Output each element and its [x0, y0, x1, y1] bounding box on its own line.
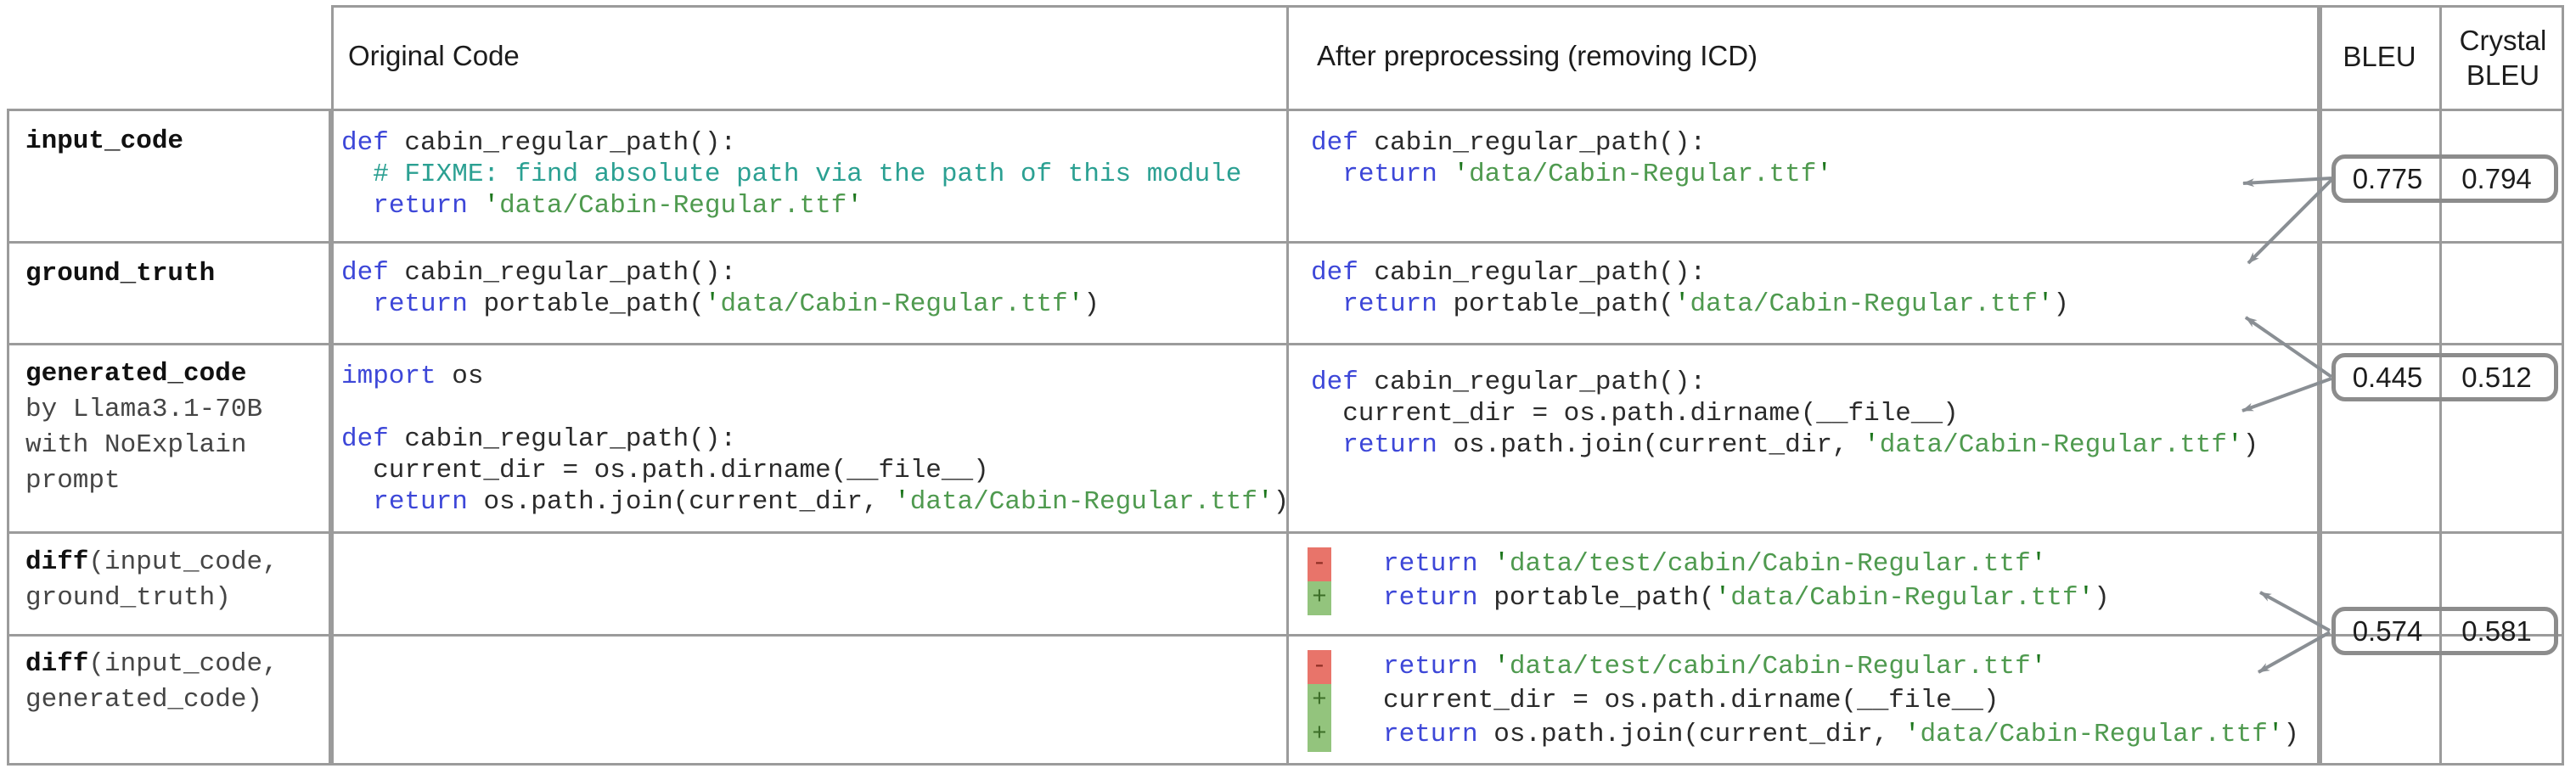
- diff-plus-marker: +: [1308, 581, 1331, 615]
- code-line: def cabin_regular_path():: [341, 424, 737, 454]
- crystal-bleu-value: 0.581: [2461, 615, 2532, 647]
- code-line: import os: [341, 362, 484, 391]
- code-line: return portable_path('data/Cabin-Regular…: [1342, 289, 2069, 319]
- crystal-bleu-value: 0.794: [2461, 163, 2532, 194]
- code-line: def cabin_regular_path():: [341, 128, 737, 158]
- bleu-value: 0.445: [2352, 362, 2423, 393]
- grid-line: [2439, 5, 2442, 766]
- code-line: current_dir = os.path.dirname(__file__): [1311, 399, 1959, 429]
- cell-preprocessed-generated-code: def cabin_regular_path(): current_dir = …: [1311, 367, 2258, 461]
- code-line: +return os.path.join(current_dir, 'data/…: [1308, 718, 2299, 752]
- row-label-ground-truth: ground_truth: [25, 256, 215, 292]
- code-line: diff(input_code,: [25, 649, 278, 679]
- score-box-ground-vs-generated: 0.445 0.512: [2331, 353, 2558, 401]
- row-label-diff-input-ground: diff(input_code, ground_truth): [25, 545, 278, 616]
- cell-diff-input-ground: -return 'data/test/cabin/Cabin-Regular.t…: [1308, 547, 2110, 615]
- grid-line: [7, 241, 2564, 244]
- code-line: -return 'data/test/cabin/Cabin-Regular.t…: [1308, 547, 2110, 581]
- code-line: by Llama3.1-70B: [25, 395, 263, 424]
- row-label-input-code: input_code: [25, 124, 183, 160]
- cell-original-input-code: def cabin_regular_path(): # FIXME: find …: [341, 127, 1241, 222]
- code-line: return os.path.join(current_dir, 'data/C…: [373, 487, 1290, 517]
- grid-line: [7, 343, 2564, 345]
- bleu-value: 0.574: [2352, 615, 2423, 647]
- grid-line: [7, 634, 2564, 637]
- code-line: def cabin_regular_path():: [341, 258, 737, 288]
- code-line: +current_dir = os.path.dirname(__file__): [1308, 684, 2299, 718]
- code-line: def cabin_regular_path():: [1311, 128, 1707, 158]
- crystal-bleu-value: 0.512: [2461, 362, 2532, 393]
- row-label-diff-input-generated: diff(input_code, generated_code): [25, 647, 278, 718]
- crystal-bleu-line1: Crystal: [2459, 25, 2547, 56]
- grid-line: [1286, 5, 1289, 766]
- code-line: current_dir = os.path.dirname(__file__): [341, 456, 989, 485]
- code-line: +return portable_path('data/Cabin-Regula…: [1308, 581, 2110, 615]
- code-line: with NoExplain: [25, 430, 247, 460]
- column-header-original-code: Original Code: [348, 40, 520, 71]
- code-line: ground_truth: [25, 259, 216, 289]
- code-line: return 'data/Cabin-Regular.ttf': [1342, 160, 1832, 189]
- cell-diff-input-generated: -return 'data/test/cabin/Cabin-Regular.t…: [1308, 650, 2299, 752]
- bleu-value: 0.775: [2352, 163, 2423, 194]
- cell-original-ground-truth: def cabin_regular_path(): return portabl…: [341, 257, 1100, 320]
- code-line: ground_truth): [25, 583, 231, 613]
- diff-plus-marker: +: [1308, 684, 1331, 718]
- code-line: generated_code: [25, 359, 247, 389]
- code-line: generated_code): [25, 685, 263, 715]
- grid-line: [7, 531, 2564, 534]
- code-line: return os.path.join(current_dir, 'data/C…: [1342, 430, 2259, 460]
- code-line: # FIXME: find absolute path via the path…: [341, 160, 1242, 189]
- code-line: def cabin_regular_path():: [1311, 367, 1707, 397]
- code-line: diff(input_code,: [25, 547, 278, 577]
- diff-minus-marker: -: [1308, 547, 1331, 581]
- cell-preprocessed-input-code: def cabin_regular_path(): return 'data/C…: [1311, 127, 1832, 190]
- cell-original-generated-code: import os def cabin_regular_path(): curr…: [341, 361, 1289, 518]
- code-line: return portable_path('data/Cabin-Regular…: [373, 289, 1100, 319]
- column-header-crystal-bleu: Crystal BLEU: [2442, 23, 2564, 93]
- diff-plus-marker: +: [1308, 718, 1331, 752]
- column-header-bleu: BLEU: [2343, 41, 2416, 72]
- crystal-bleu-line2: BLEU: [2466, 59, 2540, 91]
- code-line: -return 'data/test/cabin/Cabin-Regular.t…: [1308, 650, 2299, 684]
- diff-minus-marker: -: [1308, 650, 1331, 684]
- grid-line: [331, 109, 2564, 111]
- column-header-after-preprocessing: After preprocessing (removing ICD): [1317, 40, 1758, 71]
- score-box-input-vs-ground: 0.775 0.794: [2331, 154, 2558, 203]
- code-line: def cabin_regular_path():: [1311, 258, 1707, 288]
- row-labels-panel: [7, 109, 331, 766]
- score-box-diff-vs-diff: 0.574 0.581: [2331, 607, 2558, 655]
- code-line: prompt: [25, 466, 121, 496]
- code-line: return 'data/Cabin-Regular.ttf': [373, 191, 863, 221]
- code-line: input_code: [25, 126, 184, 156]
- code-line: [341, 392, 1289, 423]
- cell-preprocessed-ground-truth: def cabin_regular_path(): return portabl…: [1311, 257, 2069, 320]
